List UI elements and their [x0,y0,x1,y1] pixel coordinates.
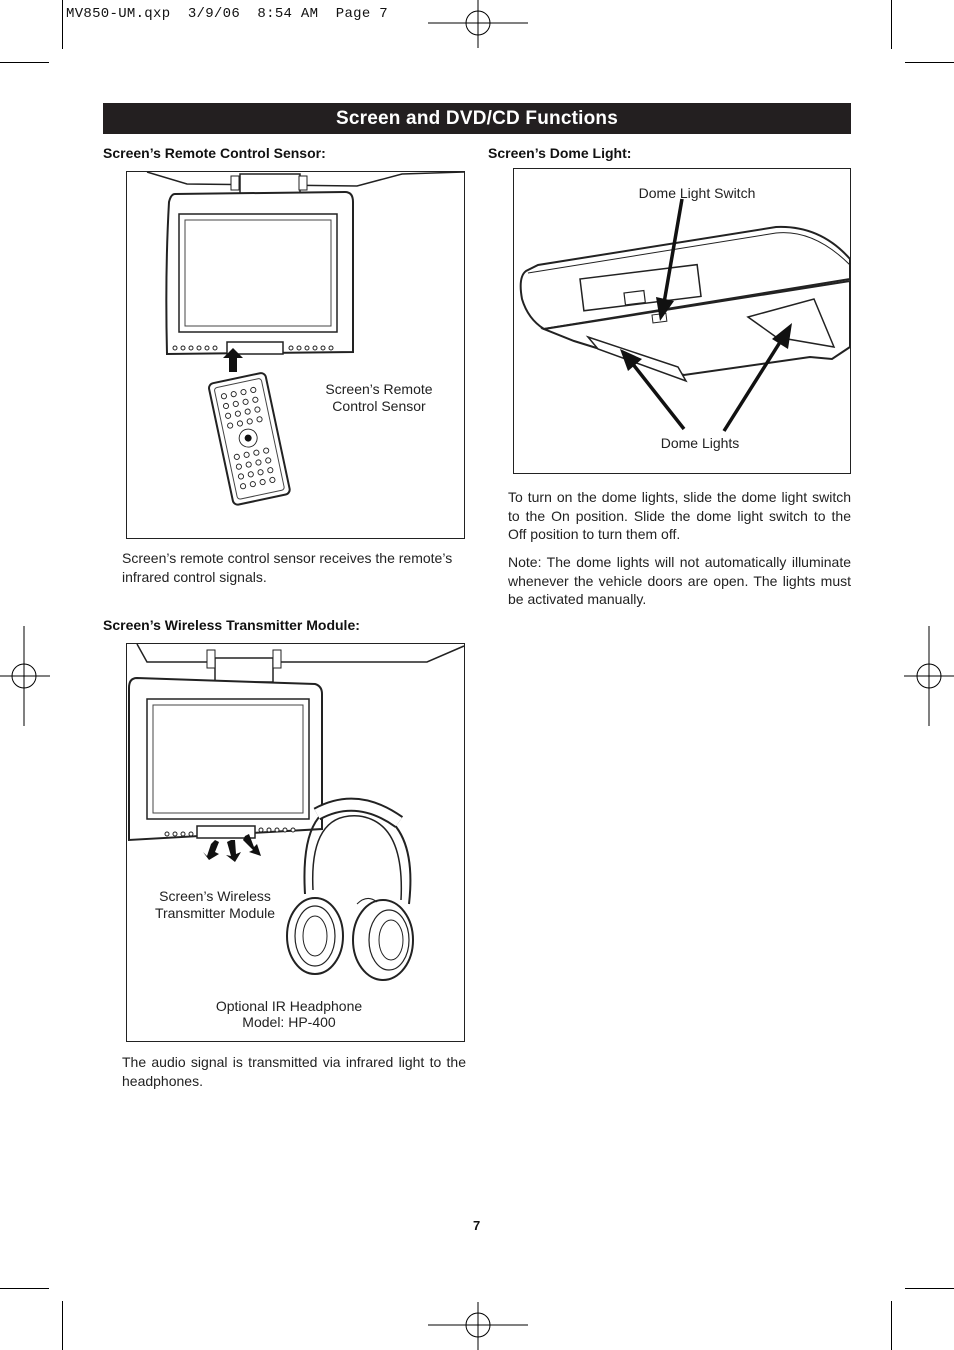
crop-mark [0,62,49,63]
crop-mark [62,0,63,49]
transmitter-heading: Screen’s Wireless Transmitter Module: [103,617,360,633]
transmitter-text: The audio signal is transmitted via infr… [122,1054,466,1089]
remote-sensor-heading: Screen’s Remote Control Sensor: [103,145,326,161]
page-number: 7 [473,1218,481,1233]
registration-mark-right [904,626,954,726]
remote-sensor-callout-line1: Screen’s Remote [325,381,433,397]
transmitter-callout-line1: Screen’s Wireless [159,888,271,904]
transmitter-callout-line2: Transmitter Module [154,905,276,921]
transmitter-figure: Screen’s Wireless Transmitter Module Opt… [126,643,465,1042]
headphone-callout: Optional IR Headphone Model: HP-400 [209,998,369,1030]
crop-mark [905,62,954,63]
remote-sensor-callout: Screen’s Remote Control Sensor [319,381,439,415]
crop-mark [0,1288,49,1289]
registration-mark-top [428,0,528,48]
dome-light-text-2: Note: The dome lights will not automatic… [508,554,851,607]
crop-mark [891,1301,892,1350]
crop-mark [891,0,892,49]
crop-mark [905,1288,954,1289]
dome-lights-callout: Dome Lights [660,435,740,451]
headphone-callout-line1: Optional IR Headphone [215,998,363,1014]
print-slug: MV850-UM.qxp 3/9/06 8:54 AM Page 7 [66,6,388,22]
remote-sensor-text: Screen’s remote control sensor receives … [122,550,453,585]
dome-light-illustration [519,198,850,432]
dome-switch-callout: Dome Light Switch [638,185,756,201]
dome-light-heading: Screen’s Dome Light: [488,145,632,161]
remote-sensor-figure: Screen’s Remote Control Sensor [126,171,465,539]
dome-light-figure: Dome Light Switch Dome Lights [513,168,851,474]
monitor-remote-illustration [146,172,464,506]
headphone-callout-line2: Model: HP-400 [242,1014,336,1030]
section-banner: Screen and DVD/CD Functions [103,103,851,134]
registration-mark-left [0,626,50,726]
registration-mark-bottom [428,1302,528,1350]
crop-mark [62,1301,63,1350]
dome-light-text-1: To turn on the dome lights, slide the do… [508,489,851,542]
headphone-drawing [286,797,414,981]
monitor-headphone-illustration [128,644,464,981]
remote-sensor-callout-line2: Control Sensor [332,398,426,414]
transmitter-callout: Screen’s Wireless Transmitter Module [149,888,281,922]
